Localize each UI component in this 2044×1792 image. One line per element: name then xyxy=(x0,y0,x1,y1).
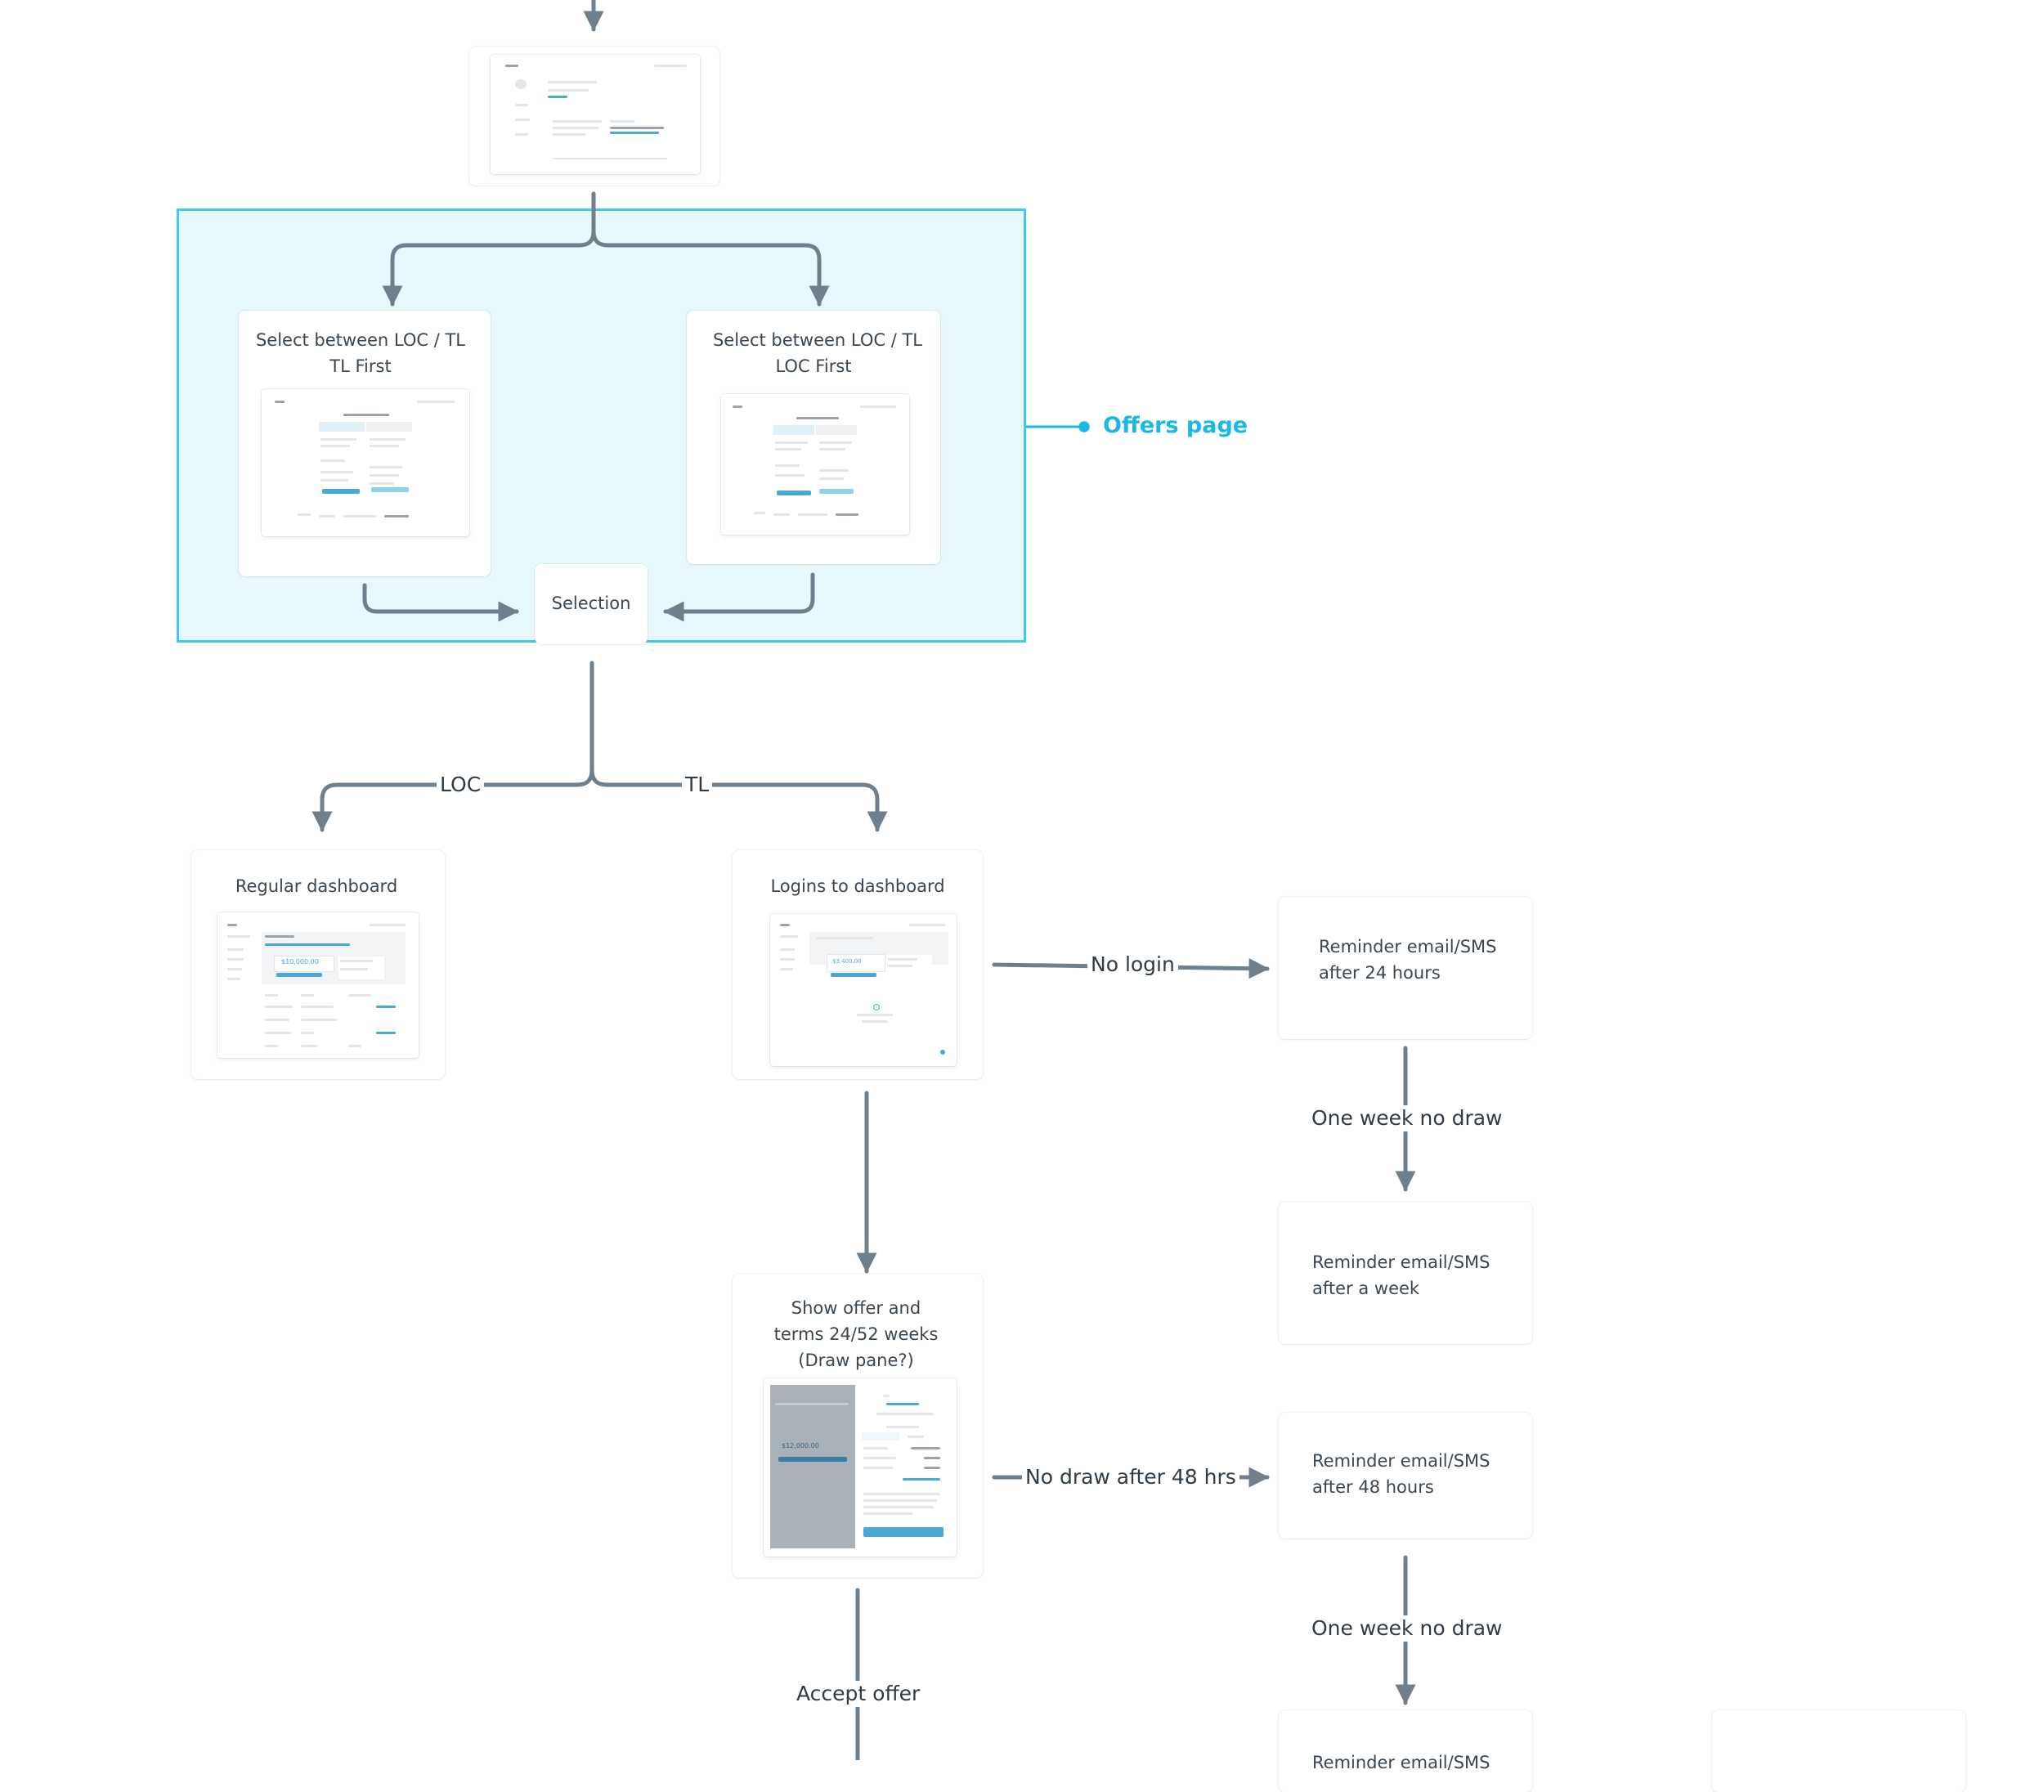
logins-dashboard-amount: $3,400.00 xyxy=(832,958,862,965)
edge-label-tl: TL xyxy=(682,772,713,798)
reminder-48h-line2: after 48 hours xyxy=(1312,1477,1434,1497)
select-tl-first-node[interactable]: Select between LOC / TL TL First xyxy=(239,311,491,576)
reminder-partial-node[interactable]: Reminder email/SMS xyxy=(1279,1710,1532,1792)
edge-label-no-draw-48: No draw after 48 hrs xyxy=(1022,1464,1239,1490)
tl-first-offers-thumbnail xyxy=(262,389,469,536)
reminder-week-line2: after a week xyxy=(1312,1279,1420,1298)
regular-dashboard-label: Regular dashboard xyxy=(235,876,398,896)
select-loc-first-node[interactable]: Select between LOC / TL LOC First xyxy=(687,311,940,564)
reminder-24h-node[interactable]: Reminder email/SMS after 24 hours xyxy=(1279,897,1532,1039)
top-screen-thumbnail xyxy=(491,55,700,174)
edge-label-loc: LOC xyxy=(437,772,485,798)
draw-pane-amount: $12,000.00 xyxy=(782,1442,819,1449)
arrow-tl-first-to-selection xyxy=(362,583,519,622)
offers-page-callout: Offers page xyxy=(1103,413,1248,438)
select-loc-first-subtitle: LOC First xyxy=(775,356,852,376)
select-tl-first-subtitle: TL First xyxy=(329,356,392,376)
logins-dashboard-thumbnail: $3,400.00 xyxy=(770,914,957,1066)
top-screen-node[interactable] xyxy=(469,47,719,186)
selection-label: Selection xyxy=(551,594,631,613)
reminder-partial-line1: Reminder email/SMS xyxy=(1312,1753,1490,1772)
partial-right-node[interactable] xyxy=(1712,1710,1966,1792)
arrow-split-right xyxy=(591,229,830,307)
draw-pane-thumbnail: $12,000.00 xyxy=(764,1378,957,1557)
show-offer-line1: Show offer and xyxy=(791,1298,921,1318)
loc-first-offers-thumbnail xyxy=(721,394,909,535)
regular-dashboard-node[interactable]: Regular dashboard $10,000.00 xyxy=(191,850,445,1079)
regular-dashboard-thumbnail: $10,000.00 xyxy=(217,912,419,1058)
arrow-split-left xyxy=(382,191,596,307)
selection-node[interactable]: Selection xyxy=(535,564,648,644)
edge-label-accept-offer: Accept offer xyxy=(793,1681,924,1707)
reminder-week-line1: Reminder email/SMS xyxy=(1312,1252,1490,1272)
arrow-loc-first-to-selection xyxy=(663,572,815,622)
edge-label-no-login: No login xyxy=(1087,952,1178,978)
logins-dashboard-node[interactable]: Logins to dashboard $3,400.00 xyxy=(733,850,983,1079)
show-offer-line3: (Draw pane?) xyxy=(798,1351,914,1370)
edge-label-one-week-no-draw-2: One week no draw xyxy=(1308,1615,1506,1642)
reminder-24h-line2: after 24 hours xyxy=(1319,963,1441,983)
reminder-week-node[interactable]: Reminder email/SMS after a week xyxy=(1279,1202,1532,1344)
regular-dashboard-amount: $10,000.00 xyxy=(281,958,319,965)
show-offer-line2: terms 24/52 weeks xyxy=(773,1324,939,1344)
select-loc-first-title: Select between LOC / TL xyxy=(712,330,923,350)
edge-label-one-week-no-draw-1: One week no draw xyxy=(1308,1105,1506,1131)
reminder-24h-line1: Reminder email/SMS xyxy=(1319,937,1497,956)
reminder-48h-line1: Reminder email/SMS xyxy=(1312,1451,1490,1471)
logins-dashboard-label: Logins to dashboard xyxy=(770,876,945,896)
arrow-selection-tl xyxy=(589,768,888,832)
show-offer-node[interactable]: Show offer and terms 24/52 weeks (Draw p… xyxy=(733,1274,983,1578)
reminder-48h-node[interactable]: Reminder email/SMS after 48 hours xyxy=(1279,1413,1532,1539)
select-tl-first-title: Select between LOC / TL xyxy=(255,330,466,350)
arrow-selection-loc xyxy=(312,661,594,832)
